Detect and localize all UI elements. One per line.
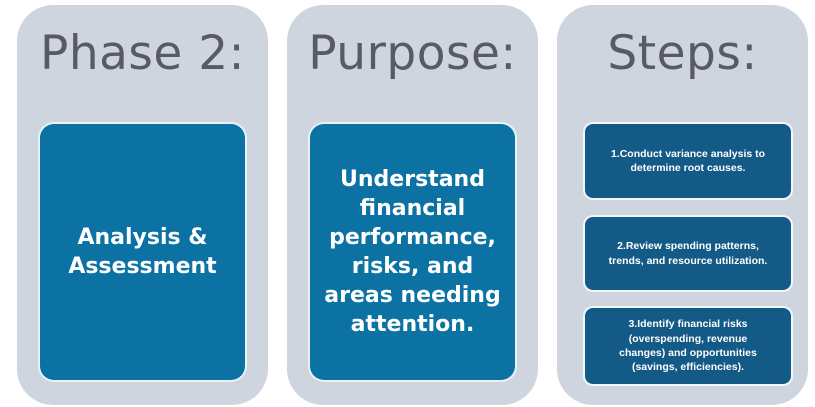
purpose-column-title: Purpose: [308,26,517,81]
purpose-text: Understand financial performance, risks,… [324,166,501,338]
analysis-assessment-text: Analysis & Assessment [68,224,217,279]
phase-column-title: Phase 2: [39,26,245,81]
steps-column: Steps: 1.Conduct variance analysis to de… [557,5,808,405]
analysis-assessment-box: Analysis & Assessment [38,122,247,382]
purpose-box: Understand financial performance, risks,… [308,122,517,382]
step-1-text: 1.Conduct variance analysis to determine… [610,147,766,174]
phase-column: Phase 2: Analysis & Assessment [17,5,268,405]
steps-column-title: Steps: [607,26,758,81]
purpose-column: Purpose: Understand financial performanc… [287,5,538,405]
step-2-text: 2.Review spending patterns, trends, and … [608,240,768,267]
step-3-text: 3.Identify financial risks (overspending… [619,318,757,374]
step-box-1: 1.Conduct variance analysis to determine… [583,122,793,200]
step-box-2: 2.Review spending patterns, trends, and … [583,215,793,292]
step-box-3: 3.Identify financial risks (overspending… [583,306,793,386]
